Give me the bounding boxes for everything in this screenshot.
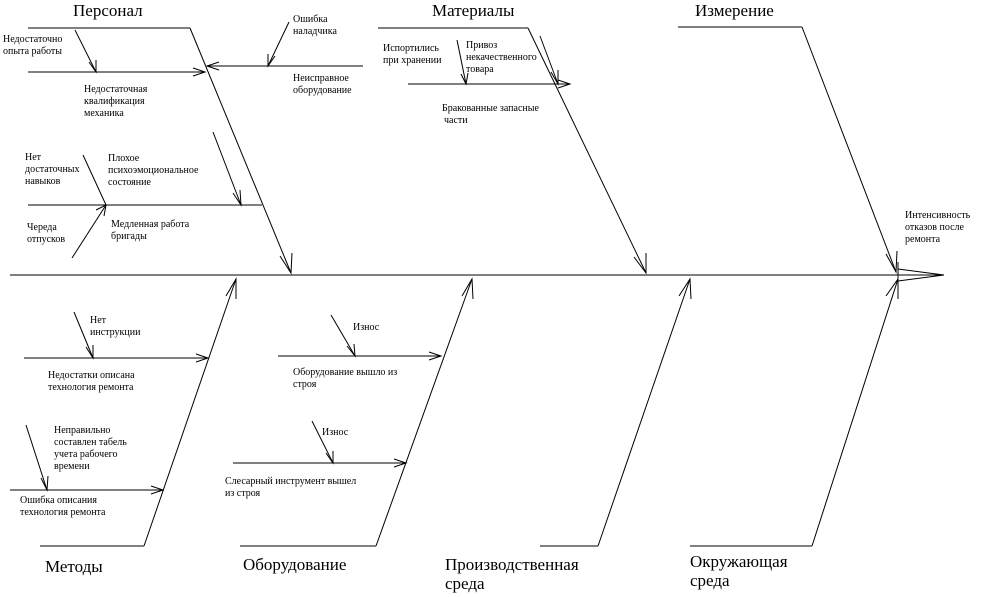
- arrowhead-me4: [150, 485, 165, 495]
- cause-line-m2: [539, 35, 559, 85]
- measurement-arrowhead: [885, 250, 898, 274]
- category-equipment: Оборудование: [243, 555, 347, 574]
- arrowhead-e4: [393, 458, 408, 468]
- arrowhead-p4: [205, 61, 220, 71]
- production-arrowhead: [678, 277, 692, 300]
- personnel-bone-diag: [189, 27, 292, 274]
- cause-line-me1: [73, 311, 94, 359]
- arrowhead-p3: [267, 54, 276, 68]
- cause-line-p3: [267, 21, 290, 67]
- environment-bone-diag: [811, 278, 899, 547]
- cause-line-e3: [311, 420, 334, 464]
- equipment-arrowhead: [461, 277, 474, 300]
- methods-bone-diag: [143, 278, 237, 547]
- cause-line-m1: [456, 39, 467, 85]
- production-bone-diag: [597, 278, 691, 547]
- cause-line-p6: [212, 131, 242, 206]
- cause-line-e1: [330, 314, 356, 357]
- cause-line-p1: [74, 29, 97, 73]
- arrowhead-e3: [325, 451, 334, 465]
- arrowhead-e1: [346, 343, 356, 358]
- arrowhead-p1: [88, 60, 97, 74]
- arrowhead-e2: [428, 351, 443, 361]
- equipment-bone-diag: [375, 278, 473, 547]
- arrowhead-p7: [95, 204, 107, 217]
- arrowhead-me1: [85, 345, 94, 360]
- arrowhead-me3: [40, 475, 49, 492]
- arrowhead-p6: [232, 189, 242, 207]
- category-personnel: Персонал: [73, 1, 143, 20]
- arrowhead-me2: [195, 353, 210, 363]
- arrowhead-p2: [192, 67, 207, 77]
- cause-label-e3: Износ: [322, 427, 349, 438]
- materials-bone-diag: [527, 27, 647, 274]
- category-methods: Методы: [45, 557, 103, 576]
- arrowhead-m3: [557, 79, 572, 89]
- arrowhead-m2: [550, 70, 559, 86]
- category-measurement: Измерение: [695, 1, 774, 20]
- environment-arrowhead: [885, 277, 899, 299]
- cause-line-p7: [71, 204, 107, 259]
- personnel-arrowhead: [279, 252, 293, 275]
- cause-line-me3: [25, 424, 48, 491]
- materials-arrowhead: [633, 253, 647, 275]
- measurement-bone-diag: [801, 26, 897, 273]
- arrowhead-m1: [460, 72, 469, 86]
- cause-line-p5: [82, 154, 107, 206]
- category-materials: Материалы: [432, 1, 515, 20]
- methods-arrowhead: [225, 277, 237, 299]
- cause-label-e1: Износ: [353, 322, 380, 333]
